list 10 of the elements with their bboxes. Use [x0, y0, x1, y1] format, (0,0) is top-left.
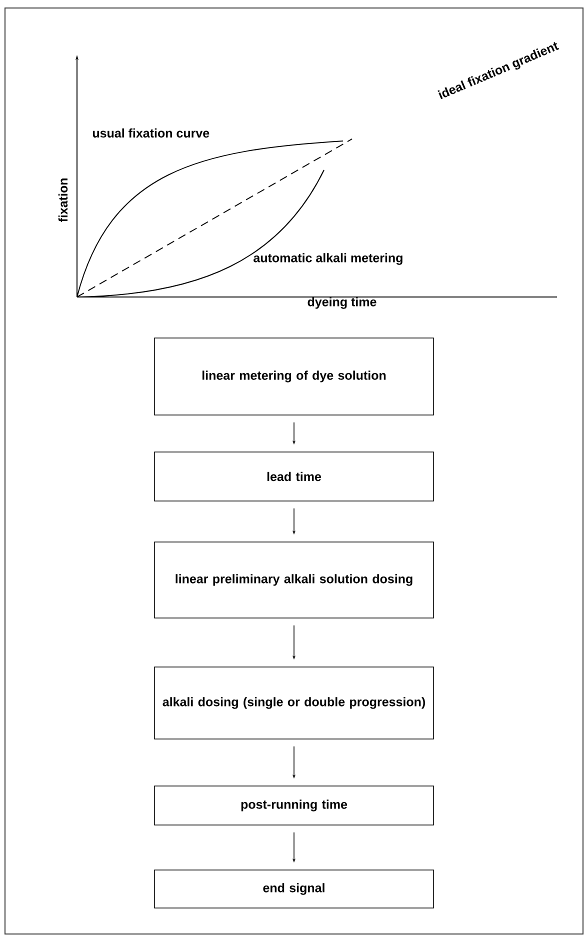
process-box: alkali dosing (single or double progression) [154, 666, 434, 740]
axis-label: fixation [58, 178, 68, 222]
process-box: lead time [154, 452, 434, 502]
process-box: end signal [154, 870, 434, 908]
process-box: linear preliminary alkali solution dosing [154, 542, 434, 618]
axis-label: dyeing time [308, 297, 376, 309]
process-box: linear metering of dye solution [154, 338, 434, 416]
axis-label: automatic alkali metering [254, 253, 402, 265]
axis-label: usual fixation curve [92, 128, 210, 138]
process-box: post-running time [154, 786, 434, 826]
